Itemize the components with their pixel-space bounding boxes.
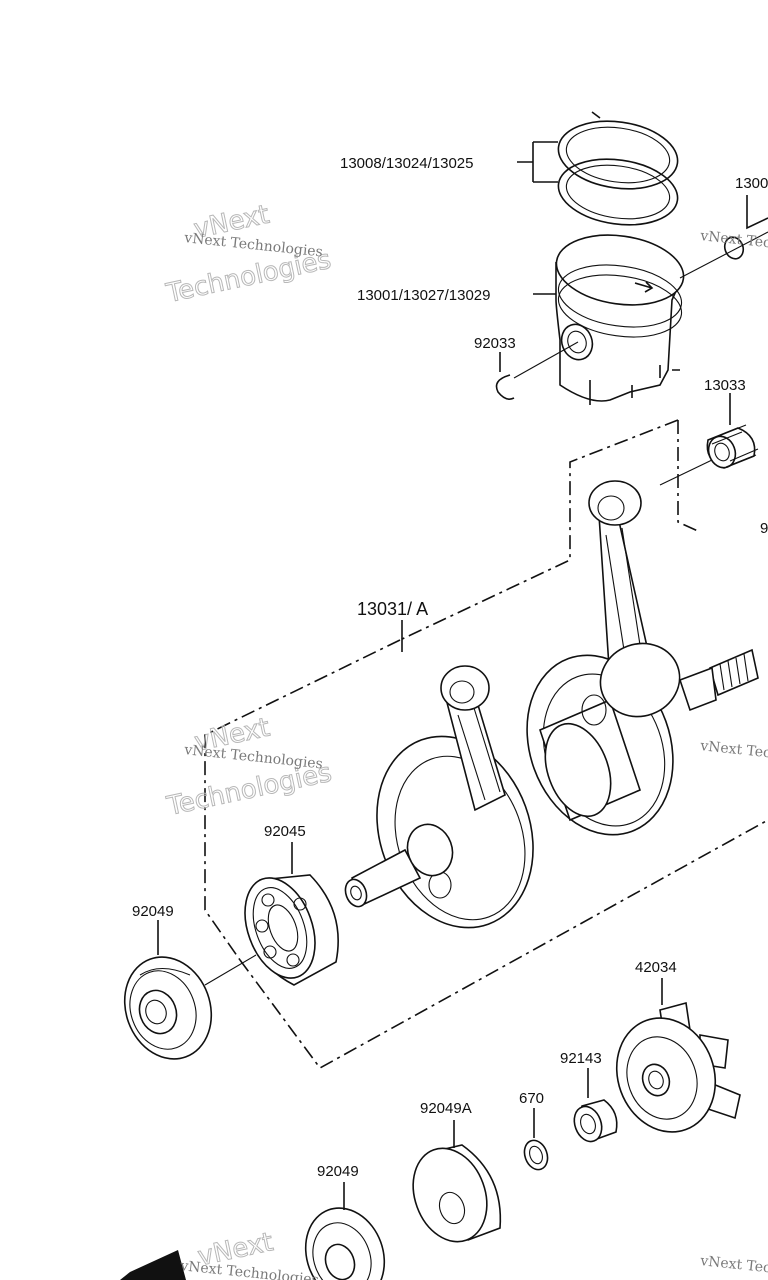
label-impeller: 42034	[635, 959, 677, 976]
label-partial-top-right: 1300	[735, 175, 768, 192]
oring-inner	[529, 1145, 543, 1165]
label-partial-right: 9	[760, 520, 768, 537]
piston-rings	[557, 111, 679, 226]
front-arrow-tag	[120, 1250, 186, 1280]
label-circlip: 92033	[474, 335, 516, 352]
watermark-6-text: vNext Technologies	[699, 1253, 768, 1280]
oil-seal-left	[123, 956, 213, 1060]
bracket-left	[204, 639, 401, 961]
bracket-top	[399, 419, 679, 641]
watermark-2-text: vNext Technologies	[183, 742, 324, 773]
label-bearing-small: 13033	[704, 377, 746, 394]
oring	[523, 1139, 549, 1171]
oil-seal-bottom	[304, 1207, 386, 1280]
main-bearing	[244, 874, 339, 986]
watermark-5-text: vNext Technologies	[699, 738, 768, 769]
label-seal-left: 92049	[132, 903, 174, 920]
label-seal-bottom: 92049	[317, 1163, 359, 1180]
rings-leader	[517, 141, 558, 183]
collar	[573, 1099, 618, 1143]
bracket-right-top	[677, 420, 701, 533]
right-axis	[679, 231, 768, 279]
left-axis	[204, 954, 257, 986]
piston	[555, 234, 685, 405]
label-seal-mid: 92049A	[420, 1100, 472, 1117]
label-rings: 13008/13024/13025	[340, 155, 473, 172]
top-right-leader	[746, 195, 768, 230]
label-bearing-main: 92045	[264, 823, 306, 840]
watermark-1-text: vNext Technologies	[183, 230, 324, 261]
impeller	[615, 1001, 741, 1133]
label-crankshaft: 13031/ A	[357, 599, 428, 619]
label-oring: 670	[519, 1090, 544, 1107]
oil-seal-mid	[412, 1144, 502, 1243]
circlip-pin-axis	[513, 341, 579, 379]
small-end-bearing	[706, 424, 759, 469]
rod-pin-axis	[659, 459, 713, 486]
crankshaft	[344, 480, 759, 929]
circlip	[495, 374, 515, 400]
label-collar: 92143	[560, 1050, 602, 1067]
label-piston: 13001/13027/13029	[357, 287, 490, 304]
